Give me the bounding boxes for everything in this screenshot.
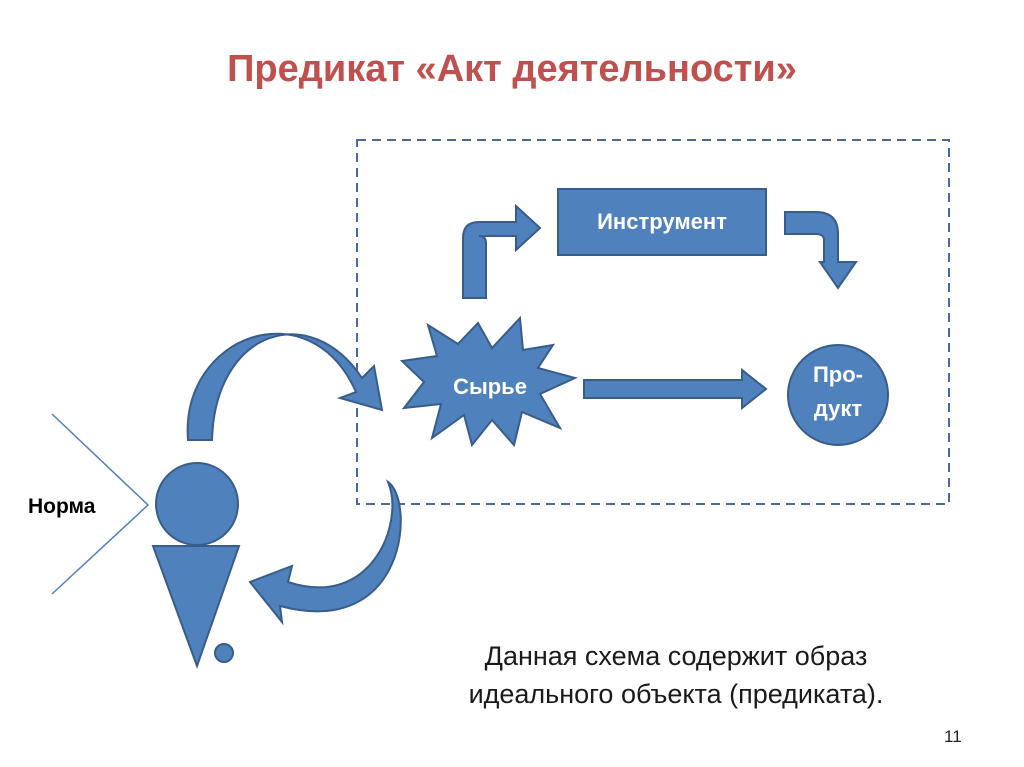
raw-label: Сырье xyxy=(453,374,527,399)
curved-arrow-lower xyxy=(248,479,402,626)
person-dot xyxy=(214,643,234,663)
product-circle xyxy=(787,344,889,446)
instrument-label: Инструмент xyxy=(597,209,727,234)
product-label-line2: дукт xyxy=(813,396,863,421)
bent-arrow-to-product xyxy=(784,211,858,290)
bent-arrow-to-instrument xyxy=(462,203,542,299)
caption: Данная схема содержит образ идеального о… xyxy=(396,637,956,713)
arrow-raw-to-product xyxy=(583,367,768,411)
activity-frame xyxy=(356,139,950,505)
person-head xyxy=(155,462,239,546)
caption-line-1: Данная схема содержит образ xyxy=(484,641,868,671)
norm-bracket xyxy=(51,413,150,595)
product-label-line1: Про- xyxy=(812,362,863,387)
caption-line-2: идеального объекта (предиката). xyxy=(468,679,884,709)
slide-title: Предикат «Акт деятельности» xyxy=(227,48,797,90)
raw-starburst xyxy=(399,315,578,448)
person-body xyxy=(151,545,241,669)
norm-label: Норма xyxy=(28,495,96,518)
curved-arrow-upper xyxy=(186,332,384,441)
page-number: 11 xyxy=(944,727,962,746)
instrument-box xyxy=(557,188,767,256)
